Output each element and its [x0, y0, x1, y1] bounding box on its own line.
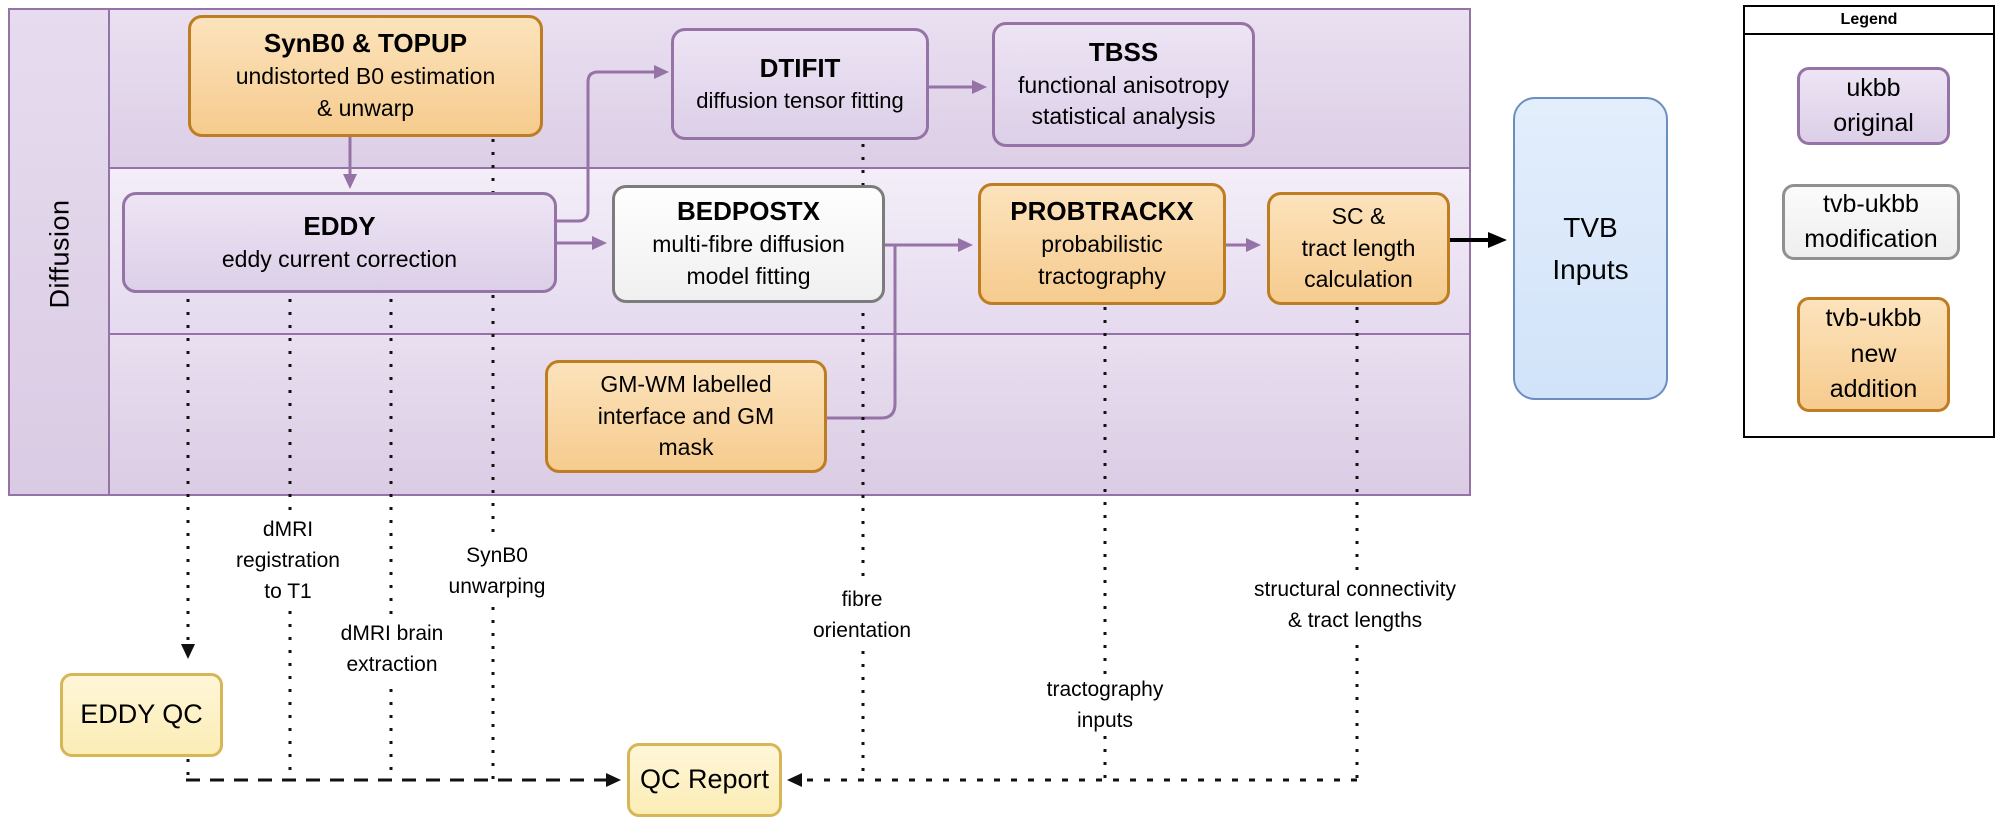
- node-tvb-inputs-body: TVB Inputs: [1552, 211, 1629, 285]
- node-tbss-title: TBSS: [1088, 36, 1159, 67]
- node-synb0-topup-body: undistorted B0 estimation & unwarp: [235, 63, 496, 121]
- label-tractography-inputs: tractography inputs: [1043, 674, 1167, 736]
- node-sc-tract-length-body: SC & tract length calculation: [1301, 202, 1416, 293]
- node-probtrackx-title: PROBTRACKX: [1010, 196, 1194, 227]
- node-gmwm-interface: GM-WM labelled interface and GM mask: [545, 360, 827, 473]
- label-fibre-orientation: fibre orientation: [809, 584, 915, 646]
- node-eddy-body: eddy current correction: [221, 245, 458, 272]
- node-eddy-qc: EDDY QC: [60, 673, 223, 757]
- node-bedpostx-title: BEDPOSTX: [676, 196, 821, 227]
- legend-item-tvb-ukbb-new-addition: tvb-ukbb new addition: [1797, 297, 1950, 412]
- node-eddy-title: EDDY: [303, 210, 376, 241]
- node-qc-report: QC Report: [627, 743, 782, 817]
- node-tbss: TBSS functional anisotropy statistical a…: [992, 22, 1255, 147]
- node-synb0-topup: SynB0 & TOPUP undistorted B0 estimation …: [188, 15, 543, 137]
- label-dmri-registration: dMRI registration to T1: [233, 514, 343, 607]
- node-eddy: EDDY eddy current correction: [122, 192, 557, 293]
- node-eddy-qc-body: EDDY QC: [80, 699, 203, 730]
- legend-title: Legend: [1745, 7, 1993, 35]
- node-tvb-inputs: TVB Inputs: [1513, 97, 1668, 400]
- legend: Legend ukbb original tvb-ukbb modificati…: [1743, 5, 1995, 438]
- label-synb0-unwarping: SynB0 unwarping: [445, 540, 549, 602]
- node-bedpostx-body: multi-fibre diffusion model fitting: [652, 231, 845, 289]
- node-dtifit: DTIFIT diffusion tensor fitting: [671, 28, 929, 140]
- legend-item-ukbb-original: ukbb original: [1797, 67, 1950, 145]
- legend-item-tvb-ukbb-modification: tvb-ukbb modification: [1782, 184, 1960, 260]
- node-dtifit-body: diffusion tensor fitting: [696, 87, 904, 113]
- node-sc-tract-length: SC & tract length calculation: [1267, 192, 1450, 305]
- node-gmwm-interface-body: GM-WM labelled interface and GM mask: [597, 370, 775, 461]
- node-dtifit-title: DTIFIT: [759, 52, 841, 83]
- node-probtrackx: PROBTRACKX probabilistic tractography: [978, 183, 1226, 305]
- node-tbss-body: functional anisotropy statistical analys…: [1018, 71, 1229, 130]
- arrow-eddy-to-dtifit: [557, 65, 669, 223]
- node-probtrackx-body: probabilistic tractography: [1038, 231, 1166, 289]
- node-bedpostx: BEDPOSTX multi-fibre diffusion model fit…: [612, 185, 885, 303]
- connector-gmwm-branch: [827, 246, 897, 420]
- label-dmri-brain-extraction: dMRI brain extraction: [337, 618, 447, 680]
- node-qc-report-body: QC Report: [639, 764, 770, 795]
- label-structural-connectivity: structural connectivity & tract lengths: [1251, 574, 1459, 636]
- node-synb0-topup-title: SynB0 & TOPUP: [263, 28, 468, 59]
- diffusion-lane-header: Diffusion: [10, 10, 110, 494]
